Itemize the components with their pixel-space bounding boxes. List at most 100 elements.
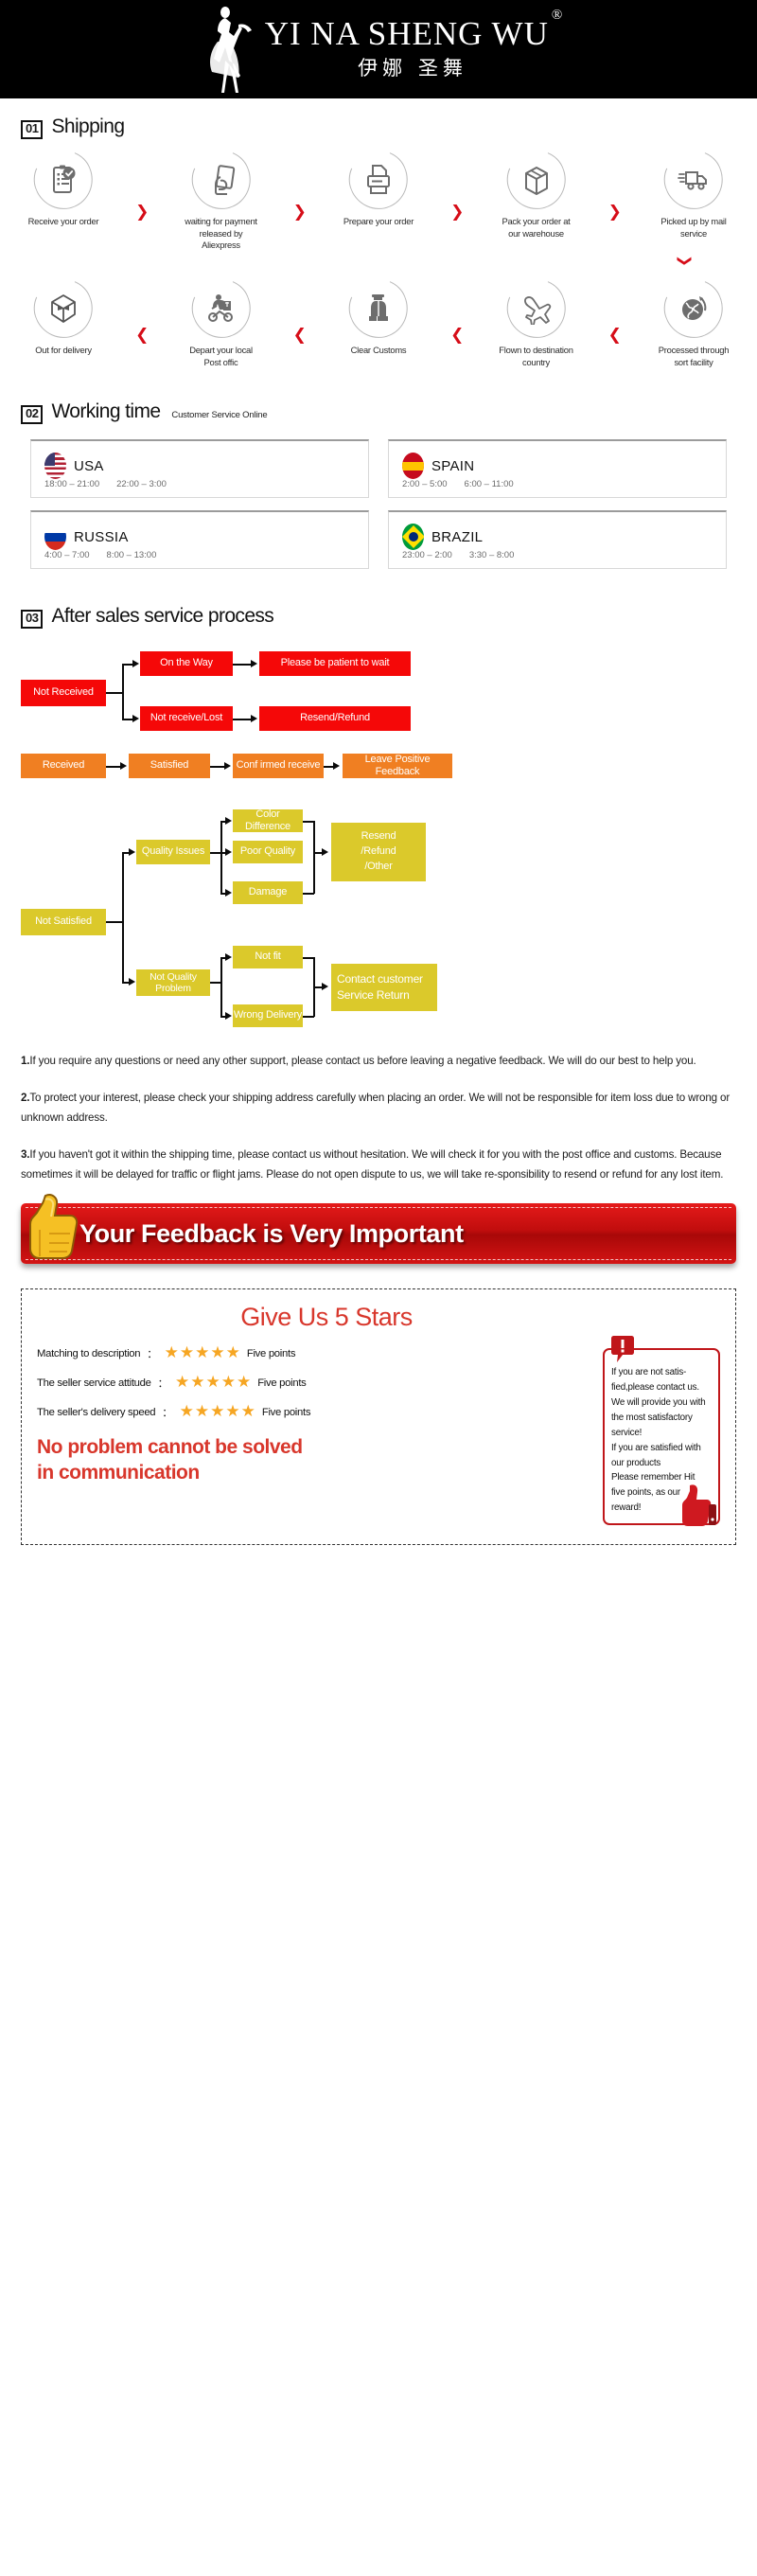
warning-line: If you are not satis- <box>611 1367 687 1378</box>
shipping-step: Receive your order <box>25 141 102 228</box>
step-icon-bubble <box>340 270 417 347</box>
warning-line: service! <box>611 1427 643 1438</box>
shipping-step: Clear Customs <box>340 270 417 357</box>
feedback-banner-wrapper: Your Feedback is Very Important <box>0 1194 757 1265</box>
policy-number: 1. <box>21 1055 30 1068</box>
connector <box>233 664 254 666</box>
flow-arrow-left-icon: ❮ <box>292 325 307 345</box>
step-label: Flown to destination country <box>499 345 573 367</box>
hours-slot: 22:00 – 3:00 <box>116 479 167 490</box>
exclamation-icon <box>611 1336 634 1363</box>
hours-slot: 3:30 – 8:00 <box>468 550 515 561</box>
warning-line: We will provide you with <box>611 1397 706 1409</box>
flow-node-confirmed-receive: Conf irmed receive <box>233 754 324 779</box>
node-line: /Refund <box>361 845 396 858</box>
policy-number: 2. <box>21 1091 30 1104</box>
spain-flag-icon <box>402 453 424 480</box>
shipping-step: Prepare your order <box>340 141 417 228</box>
country-name: BRAZIL <box>431 528 484 545</box>
star-icon[interactable]: ★ <box>179 1343 195 1363</box>
star-icon[interactable]: ★ <box>210 1343 225 1363</box>
arrow-icon <box>225 817 232 826</box>
flow-node-not-fit: Not fit <box>233 946 303 969</box>
hours-list: 23:00 – 2:00 3:30 – 8:00 <box>402 550 713 560</box>
warning-line: reward! <box>611 1502 642 1514</box>
star-icon[interactable]: ★ <box>194 1402 210 1422</box>
connector <box>220 957 228 959</box>
connector <box>106 692 123 694</box>
step-icon-bubble <box>655 270 732 347</box>
arrow-icon <box>225 889 232 897</box>
arrow-icon <box>322 983 328 991</box>
flow-arrow-right-icon: ❯ <box>135 202 150 222</box>
thumbs-up-icon <box>29 1194 79 1260</box>
star-rating[interactable]: ★ ★ ★ ★ ★ <box>175 1375 251 1391</box>
card-header: RUSSIA <box>44 524 355 551</box>
shipping-section: 01 Shipping Receive your order <box>0 98 757 368</box>
rating-colon: ： <box>162 1407 173 1419</box>
shipping-step: Out for delivery <box>25 270 102 357</box>
star-icon[interactable]: ★ <box>164 1343 179 1363</box>
connector <box>210 852 221 854</box>
rating-colon: ： <box>147 1348 158 1360</box>
card-header: SPAIN <box>402 453 713 480</box>
flow-node-color-difference: Color Difference <box>233 808 303 833</box>
shipping-steps-row-2: Out for delivery ❮ Depart y <box>21 270 736 368</box>
brazil-flag-icon <box>402 524 424 551</box>
connector <box>324 766 336 768</box>
section-subtitle: Customer Service Online <box>171 410 268 421</box>
step-icon-bubble <box>655 141 732 219</box>
after-sales-section: 03 After sales service process Not Recei… <box>0 569 757 1028</box>
star-icon[interactable]: ★ <box>236 1373 252 1393</box>
star-rating[interactable]: ★ ★ ★ ★ ★ <box>165 1345 240 1361</box>
flow-arrow-left-icon: ❮ <box>607 325 622 345</box>
section-number: 02 <box>21 405 44 425</box>
node-line: Service Return <box>337 988 410 1003</box>
star-icon[interactable]: ★ <box>195 1343 210 1363</box>
brand-text: YI NA SHENG WU® 伊娜 圣舞 <box>265 8 563 82</box>
star-icon[interactable]: ★ <box>240 1402 255 1422</box>
connector <box>220 957 222 1018</box>
slogan-line: in communication <box>37 1461 200 1483</box>
flow-node-please-wait: Please be patient to wait <box>259 651 411 677</box>
country-name: SPAIN <box>431 457 475 474</box>
section-number: 01 <box>21 120 44 139</box>
star-icon[interactable]: ★ <box>225 1402 240 1422</box>
connector <box>106 921 123 923</box>
rating-label: The seller's delivery speed <box>37 1406 156 1418</box>
flow-node-not-received: Not Received <box>21 680 106 707</box>
hours-list: 4:00 – 7:00 8:00 – 13:00 <box>44 550 355 560</box>
card-header: BRAZIL <box>402 524 713 551</box>
star-icon[interactable]: ★ <box>179 1402 194 1422</box>
flow-arrow-down-icon: ❯ <box>677 255 695 267</box>
shipping-step: Flown to destination country <box>498 270 574 368</box>
star-icon[interactable]: ★ <box>190 1373 205 1393</box>
warning-line: our products <box>611 1457 661 1468</box>
hours-slot: 4:00 – 7:00 <box>44 550 90 561</box>
flow-node-not-quality-problem: Not Quality Problem <box>136 969 210 997</box>
arrow-icon <box>129 848 135 857</box>
section-number: 03 <box>21 610 44 630</box>
star-icon[interactable]: ★ <box>210 1402 225 1422</box>
flow-arrow-right-icon: ❯ <box>450 202 465 222</box>
star-icon[interactable]: ★ <box>220 1373 236 1393</box>
shipping-heading: 01 Shipping <box>21 115 736 139</box>
star-icon[interactable]: ★ <box>225 1343 240 1363</box>
page-title: Shipping <box>51 115 125 137</box>
russia-flag-icon <box>44 524 66 551</box>
policy-paragraph: 1.If you require any questions or need a… <box>21 1051 736 1071</box>
connector <box>122 852 124 984</box>
working-time-card-spain: SPAIN 2:00 – 5:00 6:00 – 11:00 <box>388 439 727 499</box>
hours-slot: 23:00 – 2:00 <box>402 550 452 561</box>
connector <box>122 982 132 984</box>
star-icon[interactable]: ★ <box>205 1373 220 1393</box>
flow-node-not-satisfied: Not Satisfied <box>21 909 106 936</box>
policy-section: 1.If you require any questions or need a… <box>0 1051 757 1184</box>
star-rating[interactable]: ★ ★ ★ ★ ★ <box>180 1404 255 1420</box>
step-icon-bubble <box>183 141 259 219</box>
stars-slogan: No problem cannot be solved in communica… <box>37 1435 595 1485</box>
warning-text: If you are not satis- fied,please contac… <box>611 1365 712 1516</box>
shipping-step: Pack your order at our warehouse <box>498 141 574 240</box>
star-icon[interactable]: ★ <box>174 1373 190 1393</box>
flow-node-on-the-way: On the Way <box>140 651 233 677</box>
